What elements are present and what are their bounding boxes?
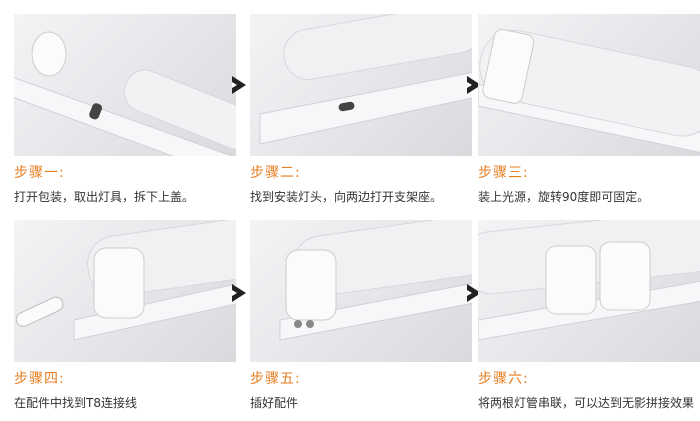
step-2: 步骤二: 找到安装灯头，向两边打开支架座。 [250, 14, 472, 208]
arrow-right-icon [467, 76, 481, 94]
step-3-photo [478, 14, 700, 156]
step-1-desc: 打开包装，取出灯具，拆下上盖。 [14, 190, 195, 204]
step-2-title: 步骤二: [250, 165, 301, 181]
step-2-photo [250, 14, 472, 156]
step-1: 步骤一: 打开包装，取出灯具，拆下上盖。 [14, 14, 236, 208]
step-3-desc: 装上光源，旋转90度即可固定。 [478, 190, 650, 204]
step-6-photo [478, 220, 700, 362]
step-5-desc: 插好配件 [250, 396, 299, 410]
step-4-title: 步骤四: [14, 371, 65, 387]
step-6: 步骤六: 将两根灯管串联，可以达到无影拼接效果 [478, 220, 700, 414]
step-4-photo [14, 220, 236, 362]
step-6-title: 步骤六: [478, 371, 529, 387]
step-5-photo [250, 220, 472, 362]
step-4-desc: 在配件中找到T8连接线 [14, 396, 137, 410]
step-4: 步骤四: 在配件中找到T8连接线 [14, 220, 236, 414]
step-3: 步骤三: 装上光源，旋转90度即可固定。 [478, 14, 700, 208]
step-3-title: 步骤三: [478, 165, 529, 181]
arrow-right-icon [232, 76, 246, 94]
step-1-title: 步骤一: [14, 165, 65, 181]
step-5: 步骤五: 插好配件 [250, 220, 472, 414]
step-2-desc: 找到安装灯头，向两边打开支架座。 [250, 190, 443, 204]
arrow-right-icon [232, 284, 246, 302]
step-5-title: 步骤五: [250, 371, 301, 387]
step-1-photo [14, 14, 236, 156]
step-6-desc: 将两根灯管串联，可以达到无影拼接效果 [478, 396, 695, 410]
